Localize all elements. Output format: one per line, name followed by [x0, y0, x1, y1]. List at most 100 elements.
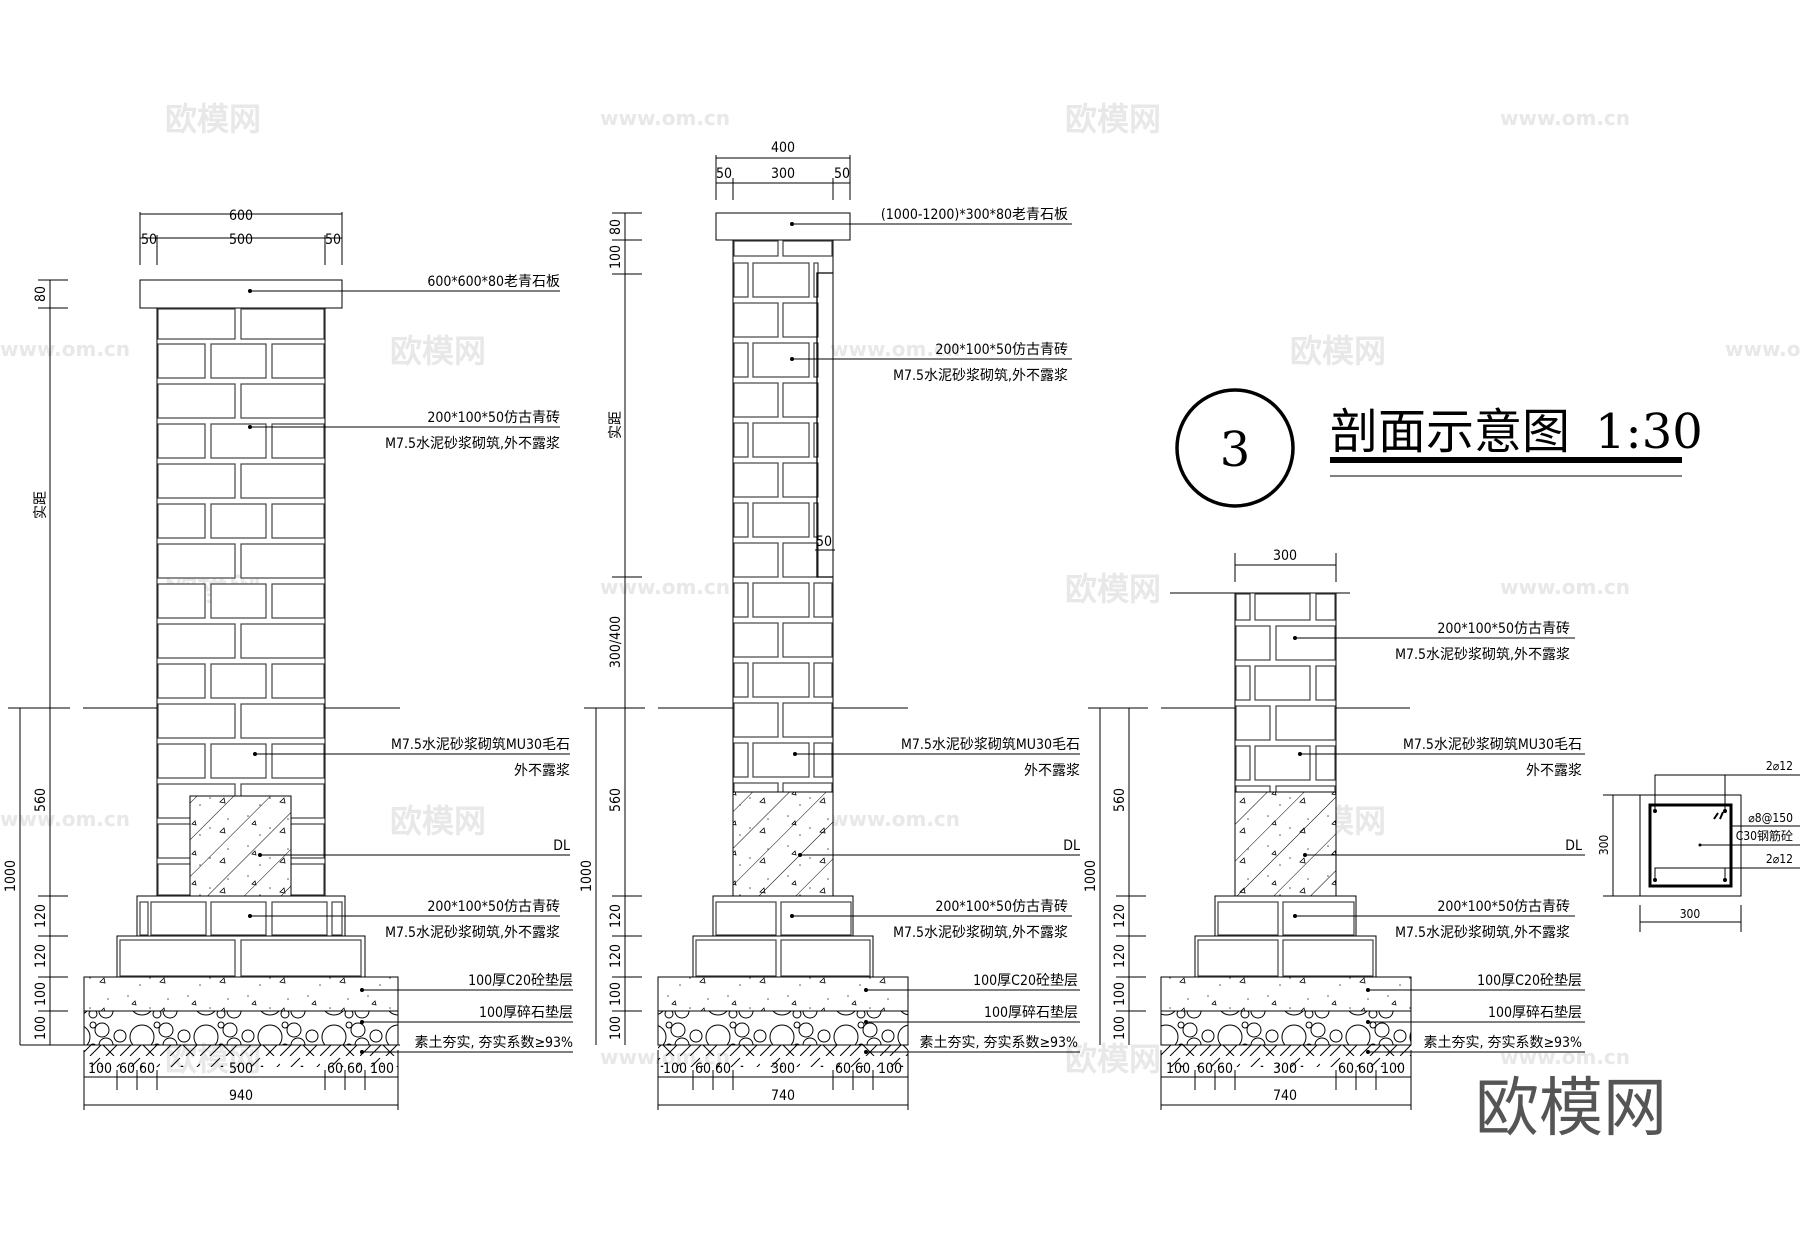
svg-text:560: 560: [1112, 788, 1128, 812]
svg-text:50: 50: [834, 166, 850, 182]
svg-text:60: 60: [119, 1061, 135, 1077]
svg-text:素土夯实, 夯实系数≥93%: 素土夯实, 夯实系数≥93%: [414, 1035, 573, 1051]
svg-text:60: 60: [855, 1061, 871, 1077]
brand-logo: 欧模网: [1475, 1072, 1667, 1146]
left-dimensions: 560 1000 120 120 100 100: [1083, 707, 1410, 1045]
svg-text:100厚碎石垫层: 100厚碎石垫层: [1488, 1005, 1582, 1021]
svg-text:600: 600: [229, 208, 253, 224]
svg-text:100: 100: [33, 1016, 49, 1040]
svg-text:1:30: 1:30: [1595, 404, 1703, 460]
svg-text:60: 60: [139, 1061, 155, 1077]
left-dimensions: 80 实距 560 1000 120 120 100 100: [3, 279, 400, 1045]
svg-text:外不露浆: 外不露浆: [514, 763, 570, 779]
section-pillar-600: 600 50 500 50: [3, 208, 573, 1110]
svg-text:实距: 实距: [33, 491, 49, 519]
svg-text:M7.5水泥砂浆砌筑,外不露浆: M7.5水泥砂浆砌筑,外不露浆: [893, 368, 1068, 384]
svg-text:500: 500: [229, 232, 253, 248]
concrete-layer: [657, 976, 909, 1012]
svg-text:实距: 实距: [608, 411, 624, 439]
svg-text:940: 940: [229, 1088, 253, 1104]
gravel-layer: [83, 1010, 399, 1046]
svg-text:200*100*50仿古青砖: 200*100*50仿古青砖: [935, 342, 1068, 358]
svg-text:60: 60: [695, 1061, 711, 1077]
svg-text:100: 100: [1112, 1016, 1128, 1040]
svg-text:M7.5水泥砂浆砌筑MU30毛石: M7.5水泥砂浆砌筑MU30毛石: [901, 737, 1080, 753]
svg-text:www.om.cn: www.om.cn: [600, 575, 730, 599]
compacted-soil: [84, 1045, 398, 1067]
svg-text:外不露浆: 外不露浆: [1024, 763, 1080, 779]
svg-text:60: 60: [327, 1061, 343, 1077]
svg-text:www.om.cn: www.om.cn: [600, 106, 730, 130]
svg-text:100: 100: [33, 982, 49, 1006]
svg-text:120: 120: [1112, 944, 1128, 968]
svg-text:(1000-1200)*300*80老青石板: (1000-1200)*300*80老青石板: [881, 207, 1068, 223]
callouts: (1000-1200)*300*80老青石板 200*100*50仿古青砖 M7…: [790, 207, 1080, 1054]
svg-text:C30钢筋砼: C30钢筋砼: [1736, 828, 1793, 843]
svg-text:60: 60: [1338, 1061, 1354, 1077]
svg-text:60: 60: [1217, 1061, 1233, 1077]
svg-text:560: 560: [33, 788, 49, 812]
stone-cap: [715, 212, 851, 241]
svg-text:300: 300: [1273, 1061, 1297, 1077]
svg-text:50: 50: [716, 166, 732, 182]
svg-text:50: 50: [816, 534, 832, 550]
svg-text:M7.5水泥砂浆砌筑,外不露浆: M7.5水泥砂浆砌筑,外不露浆: [1395, 647, 1570, 663]
brick-courses: [157, 308, 325, 896]
svg-text:M7.5水泥砂浆砌筑MU30毛石: M7.5水泥砂浆砌筑MU30毛石: [1403, 737, 1582, 753]
svg-text:80: 80: [33, 286, 49, 302]
svg-text:60: 60: [835, 1061, 851, 1077]
svg-text:120: 120: [33, 904, 49, 928]
svg-text:300: 300: [771, 166, 795, 182]
callouts: 200*100*50仿古青砖 M7.5水泥砂浆砌筑,外不露浆 M7.5水泥砂浆砌…: [1293, 621, 1585, 1054]
svg-text:www.om.cn: www.om.cn: [0, 337, 130, 361]
bottom-dimensions: 100 60 60 300 60 60 100 740: [657, 1050, 909, 1110]
svg-text:100厚C20砼垫层: 100厚C20砼垫层: [468, 973, 573, 989]
svg-text:200*100*50仿古青砖: 200*100*50仿古青砖: [427, 899, 560, 915]
svg-text:欧模网: 欧模网: [165, 100, 261, 138]
top-dimensions: 400 50 300 50: [715, 140, 851, 200]
svg-text:DL: DL: [1565, 838, 1582, 854]
svg-text:60: 60: [1358, 1061, 1374, 1077]
svg-text:www.om.cn: www.om.cn: [0, 807, 130, 831]
svg-text:100: 100: [878, 1061, 902, 1077]
svg-text:100: 100: [1381, 1061, 1405, 1077]
svg-text:欧模网: 欧模网: [1065, 1040, 1161, 1078]
section-number-circle: [1175, 388, 1295, 508]
section-pillar-400: 400 50 300 50 50: [579, 140, 1080, 1110]
svg-text:300: 300: [771, 1061, 795, 1077]
svg-text:60: 60: [1197, 1061, 1213, 1077]
svg-text:600*600*80老青石板: 600*600*80老青石板: [427, 274, 560, 290]
svg-text:M7.5水泥砂浆砌筑,外不露浆: M7.5水泥砂浆砌筑,外不露浆: [385, 925, 560, 941]
svg-text:100: 100: [608, 1016, 624, 1040]
svg-text:100: 100: [608, 245, 624, 269]
svg-text:1000: 1000: [3, 860, 19, 892]
left-dimensions: 80 100 实距 300/400 560 1000 120 120 100 1…: [579, 212, 908, 1045]
svg-text:120: 120: [33, 944, 49, 968]
svg-text:www.om.cn: www.om.cn: [830, 337, 960, 361]
svg-text:50: 50: [325, 232, 341, 248]
svg-text:100厚C20砼垫层: 100厚C20砼垫层: [1477, 973, 1582, 989]
top-dimensions: 300: [1234, 548, 1337, 582]
svg-text:50: 50: [141, 232, 157, 248]
svg-text:300: 300: [1597, 835, 1611, 856]
svg-text:200*100*50仿古青砖: 200*100*50仿古青砖: [935, 899, 1068, 915]
svg-text:100: 100: [1112, 982, 1128, 1006]
stone-cap: [139, 279, 343, 309]
svg-text:⌀8@150: ⌀8@150: [1748, 811, 1793, 825]
svg-text:740: 740: [1273, 1088, 1297, 1104]
svg-text:400: 400: [771, 140, 795, 156]
compacted-soil: [658, 1045, 908, 1067]
svg-text:DL: DL: [553, 838, 570, 854]
svg-text:300: 300: [1273, 548, 1297, 564]
svg-text:100厚C20砼垫层: 100厚C20砼垫层: [973, 973, 1078, 989]
svg-text:500: 500: [229, 1061, 253, 1077]
svg-text:120: 120: [608, 944, 624, 968]
svg-text:60: 60: [715, 1061, 731, 1077]
svg-text:100: 100: [88, 1061, 112, 1077]
svg-text:外不露浆: 外不露浆: [1526, 763, 1582, 779]
svg-text:M7.5水泥砂浆砌筑,外不露浆: M7.5水泥砂浆砌筑,外不露浆: [893, 925, 1068, 941]
svg-text:120: 120: [1112, 904, 1128, 928]
bottom-dimensions: 100 60 60 500 60 60 100 940: [83, 1050, 399, 1110]
svg-text:100: 100: [1166, 1061, 1190, 1077]
svg-text:欧模网: 欧模网: [1065, 570, 1161, 608]
